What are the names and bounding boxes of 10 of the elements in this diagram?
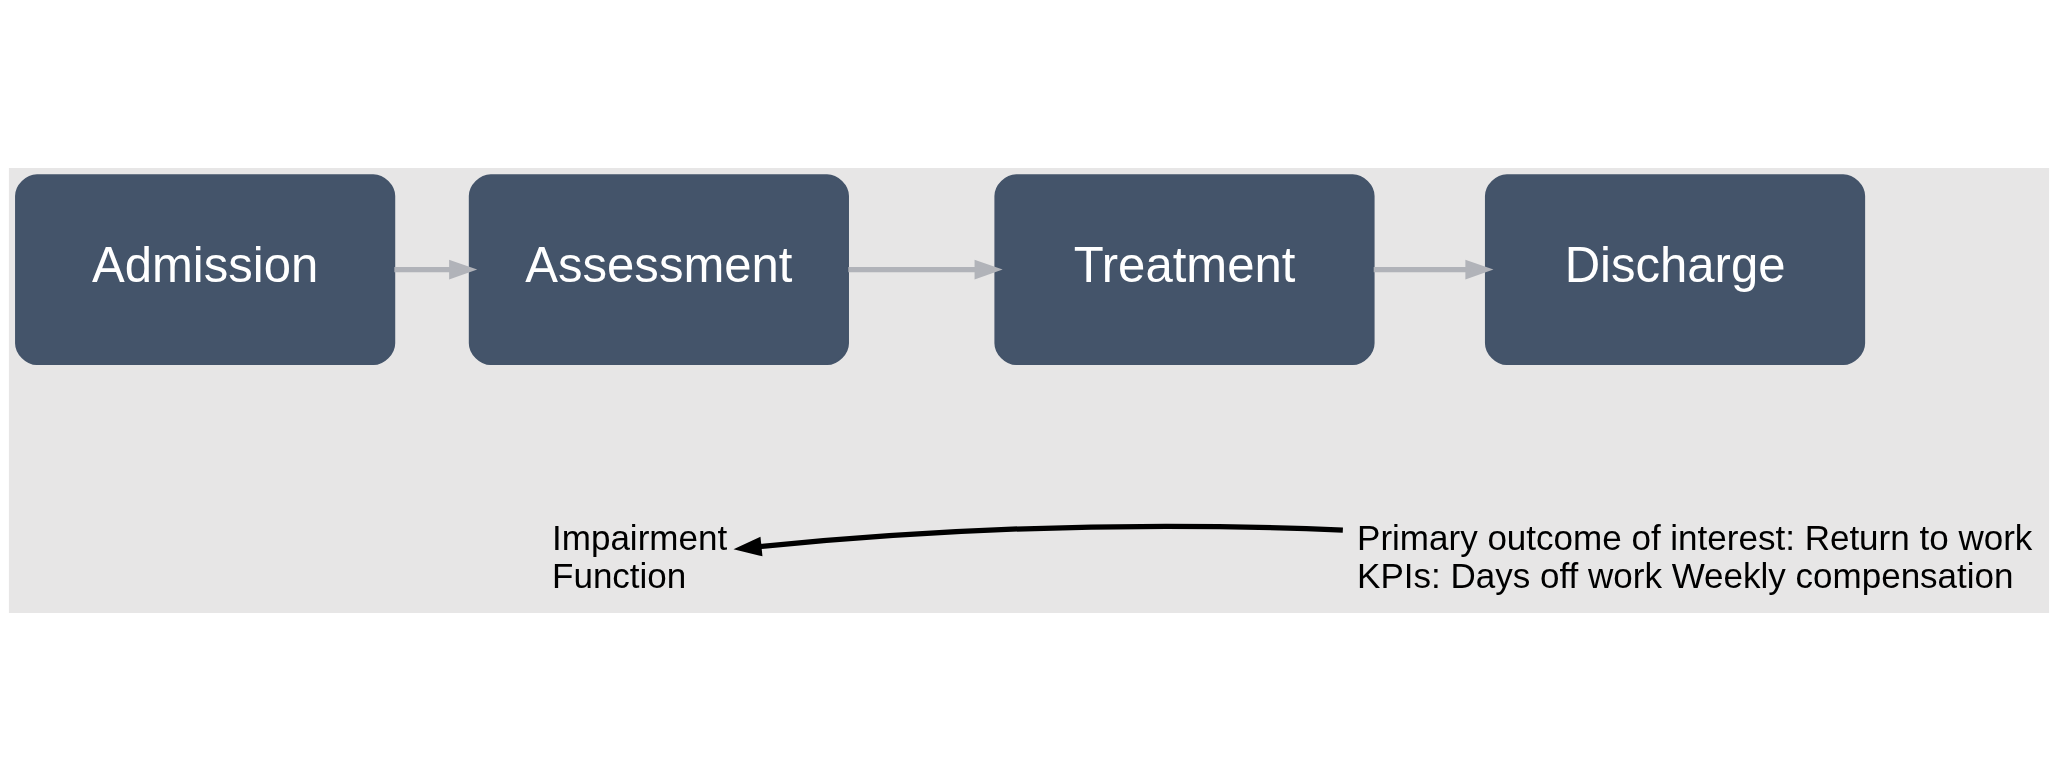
arrow [1373,259,1494,279]
node-text: Primary outcome of interest: Return to work KPIs: Days off work Weekly compensation [1357,517,2033,595]
arrow [848,259,1003,279]
arrow [733,523,1343,556]
node-box: Discharge [1484,173,1866,365]
arrow [394,259,478,279]
node-box: Admission [15,173,396,365]
node-box: Treatment [994,173,1375,365]
node-text: Impairment Function [552,517,728,595]
node-box: Assessment [468,173,849,365]
